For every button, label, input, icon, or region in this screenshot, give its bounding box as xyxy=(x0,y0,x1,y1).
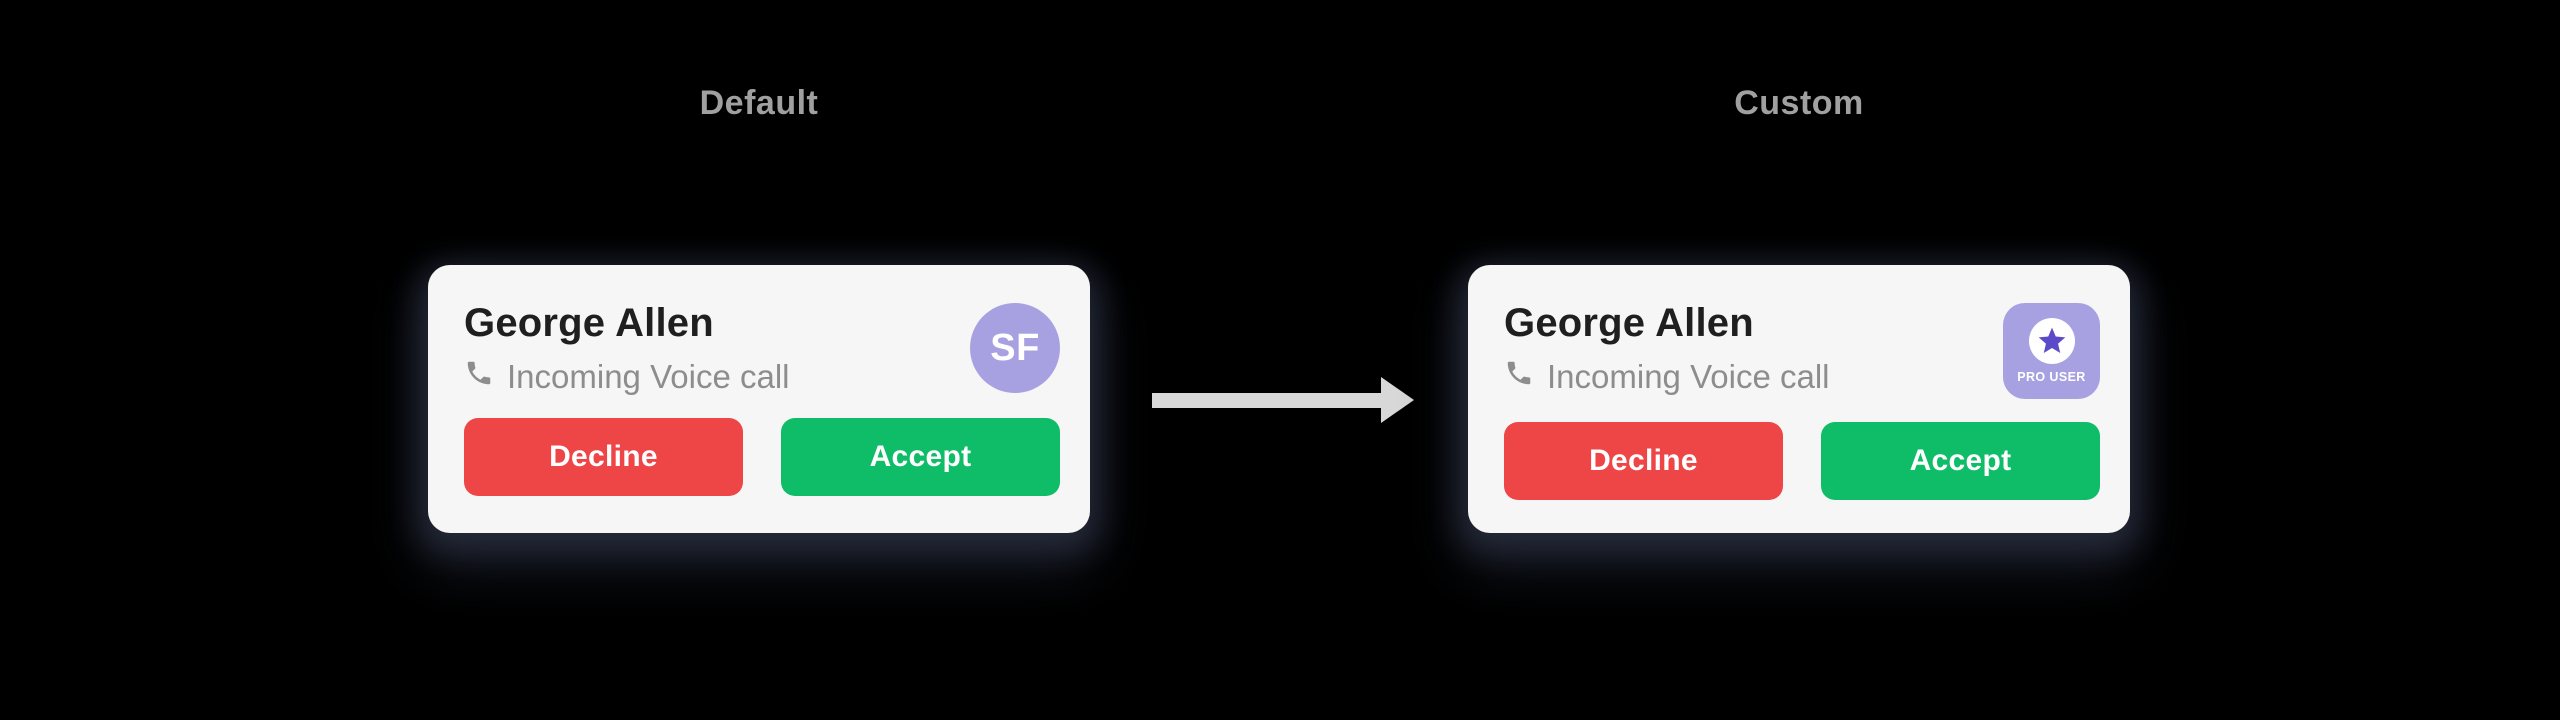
panel-default: Default George Allen Incoming Voice call xyxy=(428,84,1090,533)
caller-info: George Allen Incoming Voice call xyxy=(464,301,789,395)
call-subtitle-label: Incoming Voice call xyxy=(1547,357,1830,395)
call-subtitle: Incoming Voice call xyxy=(1504,358,1829,395)
call-notification-card-custom: George Allen Incoming Voice call xyxy=(1468,265,2130,533)
call-action-buttons: Decline Accept xyxy=(1504,422,2100,500)
call-action-buttons: Decline Accept xyxy=(464,418,1060,497)
caller-name: George Allen xyxy=(464,301,714,345)
call-notification-card-default: George Allen Incoming Voice call SF xyxy=(428,265,1090,533)
avatar-initials: SF xyxy=(990,326,1040,369)
arrow-head xyxy=(1381,377,1414,423)
panel-custom-title: Custom xyxy=(1734,84,1864,122)
accept-button[interactable]: Accept xyxy=(1821,422,2100,500)
card-header: George Allen Incoming Voice call SF xyxy=(464,301,1060,395)
pro-user-badge: PRO USER xyxy=(2003,303,2100,399)
panel-default-title: Default xyxy=(699,84,819,122)
caller-name: George Allen xyxy=(1504,301,1754,345)
phone-icon xyxy=(464,358,494,395)
star-icon xyxy=(2028,318,2075,365)
call-subtitle-label: Incoming Voice call xyxy=(507,357,790,395)
pro-badge-label: PRO USER xyxy=(2017,370,2086,385)
phone-icon xyxy=(1504,358,1534,395)
caller-info: George Allen Incoming Voice call xyxy=(1504,301,1829,395)
panel-custom: Custom George Allen Incoming Voice call xyxy=(1468,84,2130,533)
arrow-right-icon xyxy=(1152,377,1414,423)
decline-button[interactable]: Decline xyxy=(1504,422,1783,500)
accept-button[interactable]: Accept xyxy=(781,418,1060,497)
card-header: George Allen Incoming Voice call xyxy=(1504,301,2100,399)
avatar: SF xyxy=(970,303,1060,393)
call-subtitle: Incoming Voice call xyxy=(464,358,789,395)
arrow-shaft xyxy=(1152,393,1381,408)
decline-button[interactable]: Decline xyxy=(464,418,743,497)
